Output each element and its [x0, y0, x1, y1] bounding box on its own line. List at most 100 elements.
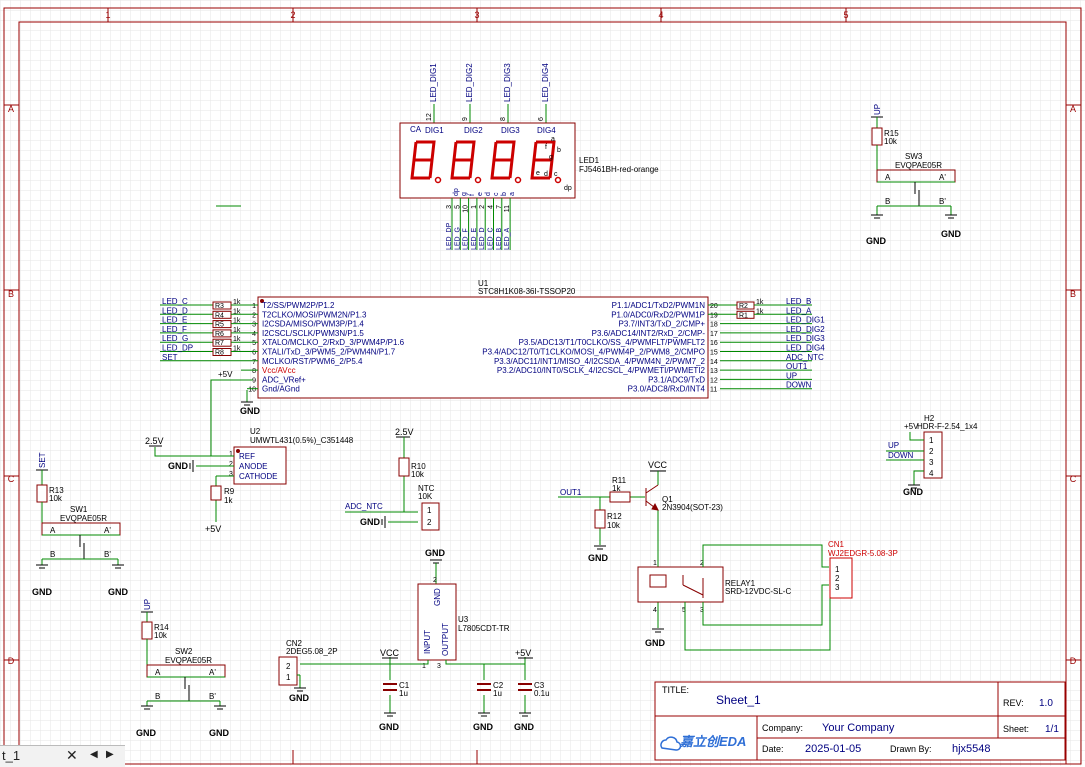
- svg-text:6: 6: [538, 117, 545, 121]
- led1-bottom-seg-names: dp g f e d c b a: [453, 188, 516, 196]
- h2-header[interactable]: +5V H2 HDR-F-2.54_1x4 1 2 3 4 UP DOWN GN…: [886, 414, 978, 497]
- gnd-label: GND: [514, 722, 535, 732]
- sheet-title: Sheet_1: [716, 693, 761, 707]
- gnd-label: GND: [425, 548, 446, 558]
- r9-value: 1k: [224, 496, 233, 505]
- cn2-terminal[interactable]: CN2 2DEG5.08_2P 2 1 GND: [278, 639, 338, 703]
- net-label: OUT1: [560, 488, 582, 497]
- pin-name: T2CLKO/MOSI/PWM2N/P1.3: [262, 310, 367, 319]
- svg-text:9: 9: [462, 117, 469, 121]
- relay1[interactable]: RELAY1 SRD-12VDC-SL-C 1 2 4 5 3 GND: [637, 544, 831, 651]
- pin-name: B: [50, 550, 55, 559]
- resistor-designator: R14: [154, 623, 169, 632]
- pin-number: 11: [710, 387, 717, 394]
- gnd-label: GND: [473, 722, 494, 732]
- net-label: LED_DIG3: [786, 334, 825, 343]
- net-label: LED_DIG2: [786, 325, 825, 334]
- sheet-label: Sheet:: [1003, 724, 1029, 734]
- net-5v: +5V: [904, 422, 919, 431]
- chevron-right-icon[interactable]: ▶: [106, 749, 114, 760]
- svg-text:ANODE: ANODE: [239, 462, 267, 471]
- seven-segment-digit: [410, 140, 436, 180]
- power-wires: [299, 657, 526, 713]
- net-label: LED_C: [488, 227, 495, 250]
- net-5v: +5V: [205, 524, 221, 534]
- pin-number: 3: [446, 205, 453, 209]
- resistor-designator: R2: [739, 303, 748, 310]
- net-label: UP: [143, 599, 152, 610]
- u2-designator: U2: [250, 427, 261, 436]
- led1-bottom-pins: 3LED_DP5LED_G10LED_F1LED_E2LED_D4LED_C7L…: [446, 198, 511, 250]
- cn2-body: [278, 656, 298, 686]
- svg-text:e: e: [477, 192, 484, 196]
- capacitor-designator: C2: [493, 681, 504, 690]
- cn1-terminal[interactable]: CN1 WJ2EDGR-5.08-3P 1 2 3: [828, 540, 898, 599]
- led1-top-nets: LED_DIG1 LED_DIG2 LED_DIG3 LED_DIG4: [429, 63, 550, 102]
- gnd-label: GND: [108, 587, 129, 597]
- net-5v: +5V: [218, 370, 233, 379]
- resistor-value: 10k: [49, 494, 63, 503]
- pin-name: P3.4/ADC12/T0/T1CLKO/MOSI_4/PWM4P_2/PWM8…: [482, 348, 705, 357]
- u2-tl431[interactable]: U2 UMWTL431(0.5%)_C351448 REF ANODE CATH…: [145, 205, 354, 534]
- relay-wires: [684, 544, 831, 651]
- pin-name: B': [939, 197, 946, 206]
- q1-driver[interactable]: VCC R11 1k R12 10k OUT1 Q1 2N3904(SOT-23…: [558, 460, 723, 628]
- capacitor-designator: C1: [399, 681, 410, 690]
- logo-text: 嘉立创EDA: [679, 734, 746, 749]
- pin-name: P3.5/ADC13/T1/T0CLKO/SS_4/PWMFLT/PWMFLT2: [519, 338, 706, 347]
- svg-text:c: c: [493, 192, 500, 196]
- u1-body: [257, 296, 709, 399]
- decimal-point: [554, 176, 562, 184]
- chevron-left-icon[interactable]: ◀: [90, 749, 98, 760]
- rev-label: REV:: [1003, 698, 1024, 708]
- svg-text:1: 1: [229, 451, 233, 458]
- pin-number: 4: [488, 205, 495, 209]
- pin-number: 2: [286, 662, 291, 671]
- svg-text:CA: CA: [410, 125, 422, 134]
- pin-name: P3.3/ADC11/INT1/MISO_4/I2CSDA_4/PWM4N_2/…: [494, 357, 706, 366]
- relay-designator: RELAY1: [725, 579, 756, 588]
- u2-body: [233, 446, 287, 485]
- svg-text:g: g: [461, 192, 468, 196]
- pin-name: ADC_VRef+: [262, 375, 306, 384]
- pin-number: 2: [252, 312, 256, 319]
- close-icon[interactable]: ✕: [66, 747, 78, 763]
- svg-text:CATHODE: CATHODE: [239, 472, 278, 481]
- pin-name: Vcc/AVcc: [262, 366, 296, 375]
- svg-text:4: 4: [929, 469, 934, 478]
- seven-segment-digit: [530, 140, 556, 180]
- pin-number: 19: [710, 312, 718, 319]
- gnd-label: GND: [379, 722, 400, 732]
- net-label: ADC_NTC: [786, 353, 824, 362]
- q1-transistor-icon: [645, 484, 659, 511]
- net-label: LED_G: [162, 334, 188, 343]
- gnd-label: GND: [209, 728, 230, 738]
- capacitor-value: 1u: [399, 689, 408, 698]
- document-tab[interactable]: t_1 ✕ ◀ ▶: [0, 745, 125, 767]
- svg-text:dp: dp: [564, 185, 572, 192]
- gnd-label: GND: [240, 406, 261, 416]
- net-label: LED_B: [496, 227, 503, 250]
- led1-display[interactable]: LED_DIG1 LED_DIG2 LED_DIG3 LED_DIG4 12 9…: [399, 63, 659, 250]
- pin-number: 1: [286, 673, 291, 682]
- gnd-label: GND: [168, 461, 189, 471]
- pin-name: B': [209, 692, 216, 701]
- net-label: LED_D: [162, 306, 188, 315]
- resistor-value: 10k: [884, 137, 898, 146]
- svg-text:e: e: [536, 170, 540, 177]
- row-label: D: [1070, 656, 1077, 666]
- net-label: LED_F: [463, 228, 470, 250]
- svg-text:DIG3: DIG3: [501, 126, 520, 135]
- gnd-label: GND: [588, 553, 609, 563]
- switch-designator: SW1: [70, 505, 88, 514]
- u1-mcu[interactable]: U1 STC8H1K08-36I-TSSOP20 T2/SS/PWM2P/P1.…: [160, 279, 825, 416]
- resistor-value: 1k: [233, 318, 241, 325]
- u3-regulator[interactable]: GND GND INPUT OUTPUT 2 1 3 U3 L7805CDT-T…: [299, 548, 533, 713]
- pin-number: 1: [252, 303, 256, 310]
- ntc-circuit[interactable]: 2.5V R10 10k NTC 10K 1 2 ADC_NTC GND: [345, 427, 440, 531]
- row-label: D: [8, 656, 15, 666]
- pin-name: B': [104, 550, 111, 559]
- svg-text:3: 3: [929, 458, 934, 467]
- pin-name: P3.2/ADC10/INT0/SCLK_4/I2CSCL_4/PWMETI/P…: [497, 366, 706, 375]
